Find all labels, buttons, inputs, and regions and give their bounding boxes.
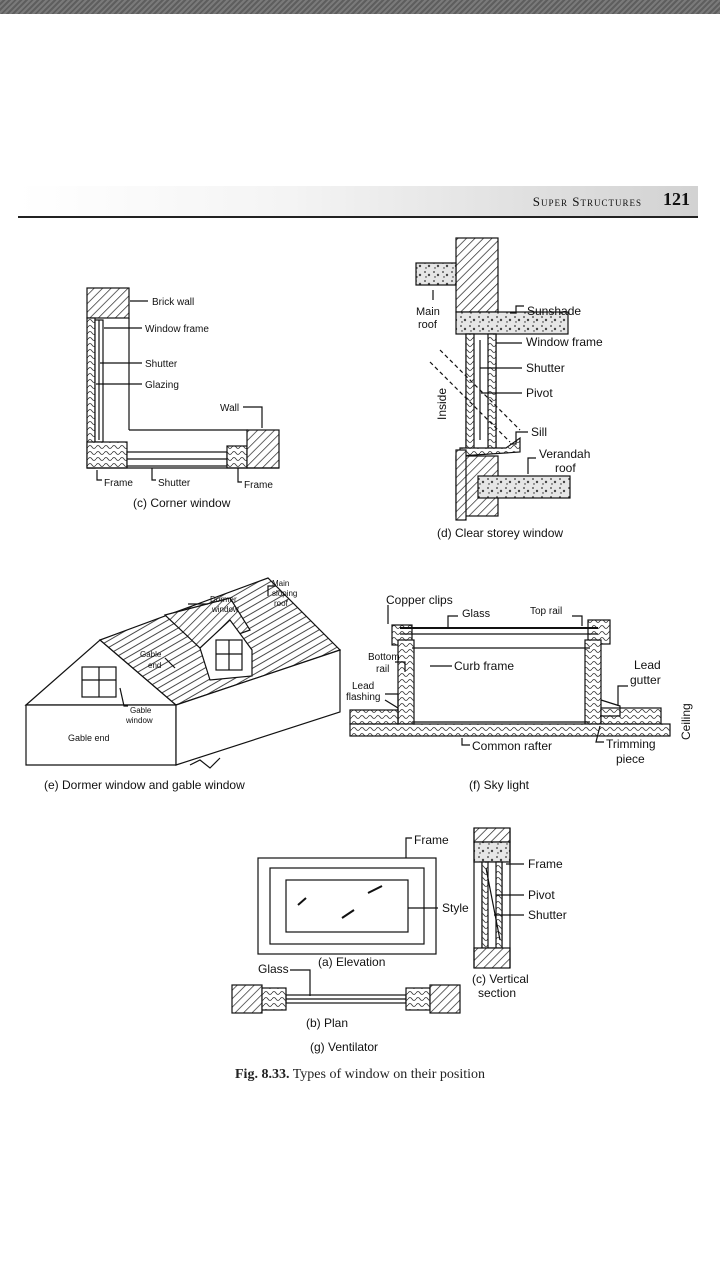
label-frame-left: Frame bbox=[104, 478, 133, 489]
label-gutter: gutter bbox=[630, 673, 661, 687]
label-gable-end: Gable end bbox=[68, 733, 110, 743]
label-window-frame: Window frame bbox=[145, 324, 209, 335]
label-glass-g: Glass bbox=[258, 962, 289, 976]
label-shutter: Shutter bbox=[145, 359, 178, 370]
label-bottom-rail: rail bbox=[376, 664, 389, 675]
label-sloping-roof: roof bbox=[274, 599, 289, 608]
label-copper-clips: Copper clips bbox=[386, 593, 453, 607]
dormer-drawing bbox=[24, 577, 342, 769]
label-bottom: Bottom bbox=[368, 652, 400, 663]
label-sloping: sloping bbox=[272, 589, 297, 598]
page-header: Super Structures 121 bbox=[18, 186, 698, 218]
label-top-rail: Top rail bbox=[530, 606, 562, 617]
label-main-roof: roof bbox=[418, 319, 438, 331]
corner-window-drawing bbox=[86, 287, 280, 483]
label-common-rafter: Common rafter bbox=[472, 739, 552, 753]
label-dormer-window: window bbox=[211, 605, 239, 614]
figure-caption: Fig. 8.33. Types of window on their posi… bbox=[0, 1067, 720, 1083]
label-gable-w: Gable bbox=[130, 706, 152, 715]
label-piece: piece bbox=[616, 752, 645, 766]
clear-storey-drawing bbox=[415, 237, 571, 521]
label-trimming: Trimming bbox=[606, 737, 656, 751]
label-pivot: Pivot bbox=[526, 386, 553, 400]
ventilator-drawing bbox=[231, 827, 524, 1014]
label-lead-g: Lead bbox=[634, 658, 661, 672]
label-sunshade: Sunshade bbox=[527, 304, 581, 318]
label-curb-frame: Curb frame bbox=[454, 659, 514, 673]
label-shutter-g: Shutter bbox=[528, 908, 567, 922]
label-dormer: Dormer bbox=[210, 595, 237, 604]
label-glazing: Glazing bbox=[145, 380, 179, 391]
label-main-e: Main bbox=[272, 579, 289, 588]
label-brick-wall: Brick wall bbox=[152, 297, 194, 308]
label-gable-window: window bbox=[125, 716, 153, 725]
label-gable: Gable bbox=[140, 650, 162, 659]
label-style: Style bbox=[442, 901, 469, 915]
label-elevation: (a) Elevation bbox=[318, 955, 385, 969]
caption-corner-window: (c) Corner window bbox=[133, 496, 231, 510]
label-verandah-roof: roof bbox=[555, 461, 576, 475]
label-main: Main bbox=[416, 306, 440, 318]
label-inside: Inside bbox=[435, 388, 449, 420]
label-frame-v: Frame bbox=[528, 857, 563, 871]
caption-sky-light: (f) Sky light bbox=[469, 778, 530, 792]
sky-light-labels: Copper clips Glass Top rail Bottom rail … bbox=[346, 593, 693, 792]
label-gable-end-roof: end bbox=[148, 661, 161, 670]
label-flashing: flashing bbox=[346, 692, 380, 703]
dormer-labels: Main sloping roof Dormer window Gable en… bbox=[44, 579, 297, 792]
label-glass-f: Glass bbox=[462, 608, 491, 620]
label-frame-right: Frame bbox=[244, 480, 273, 491]
label-section: section bbox=[478, 986, 516, 1000]
caption-ventilator: (g) Ventilator bbox=[310, 1040, 378, 1054]
label-window-frame-d: Window frame bbox=[526, 335, 603, 349]
corner-window-labels: Brick wall Window frame Shutter Glazing … bbox=[104, 297, 273, 510]
sky-light-drawing bbox=[349, 605, 671, 746]
page-number: 121 bbox=[663, 189, 690, 209]
label-sill: Sill bbox=[531, 425, 547, 439]
caption-clear-storey: (d) Clear storey window bbox=[437, 526, 563, 540]
label-vertical: (c) Vertical bbox=[472, 972, 529, 986]
figure-number: Fig. 8.33. bbox=[235, 1067, 290, 1082]
label-plan: (b) Plan bbox=[306, 1016, 348, 1030]
label-verandah: Verandah bbox=[539, 447, 590, 461]
caption-dormer: (e) Dormer window and gable window bbox=[44, 778, 245, 792]
top-bar bbox=[0, 0, 720, 14]
label-ceiling: Ceiling bbox=[679, 703, 693, 740]
label-shutter-bottom: Shutter bbox=[158, 478, 191, 489]
running-title: Super Structures bbox=[532, 194, 642, 209]
label-lead: Lead bbox=[352, 681, 374, 692]
label-pivot-g: Pivot bbox=[528, 888, 555, 902]
label-wall: Wall bbox=[220, 403, 239, 414]
label-shutter-d: Shutter bbox=[526, 361, 565, 375]
figure-text: Types of window on their position bbox=[292, 1067, 485, 1082]
ventilator-labels: Frame Style (a) Elevation Glass (b) Plan… bbox=[258, 833, 567, 1054]
label-frame-g: Frame bbox=[414, 833, 449, 847]
clear-storey-labels: Main roof Sunshade Window frame Shutter … bbox=[416, 304, 603, 540]
